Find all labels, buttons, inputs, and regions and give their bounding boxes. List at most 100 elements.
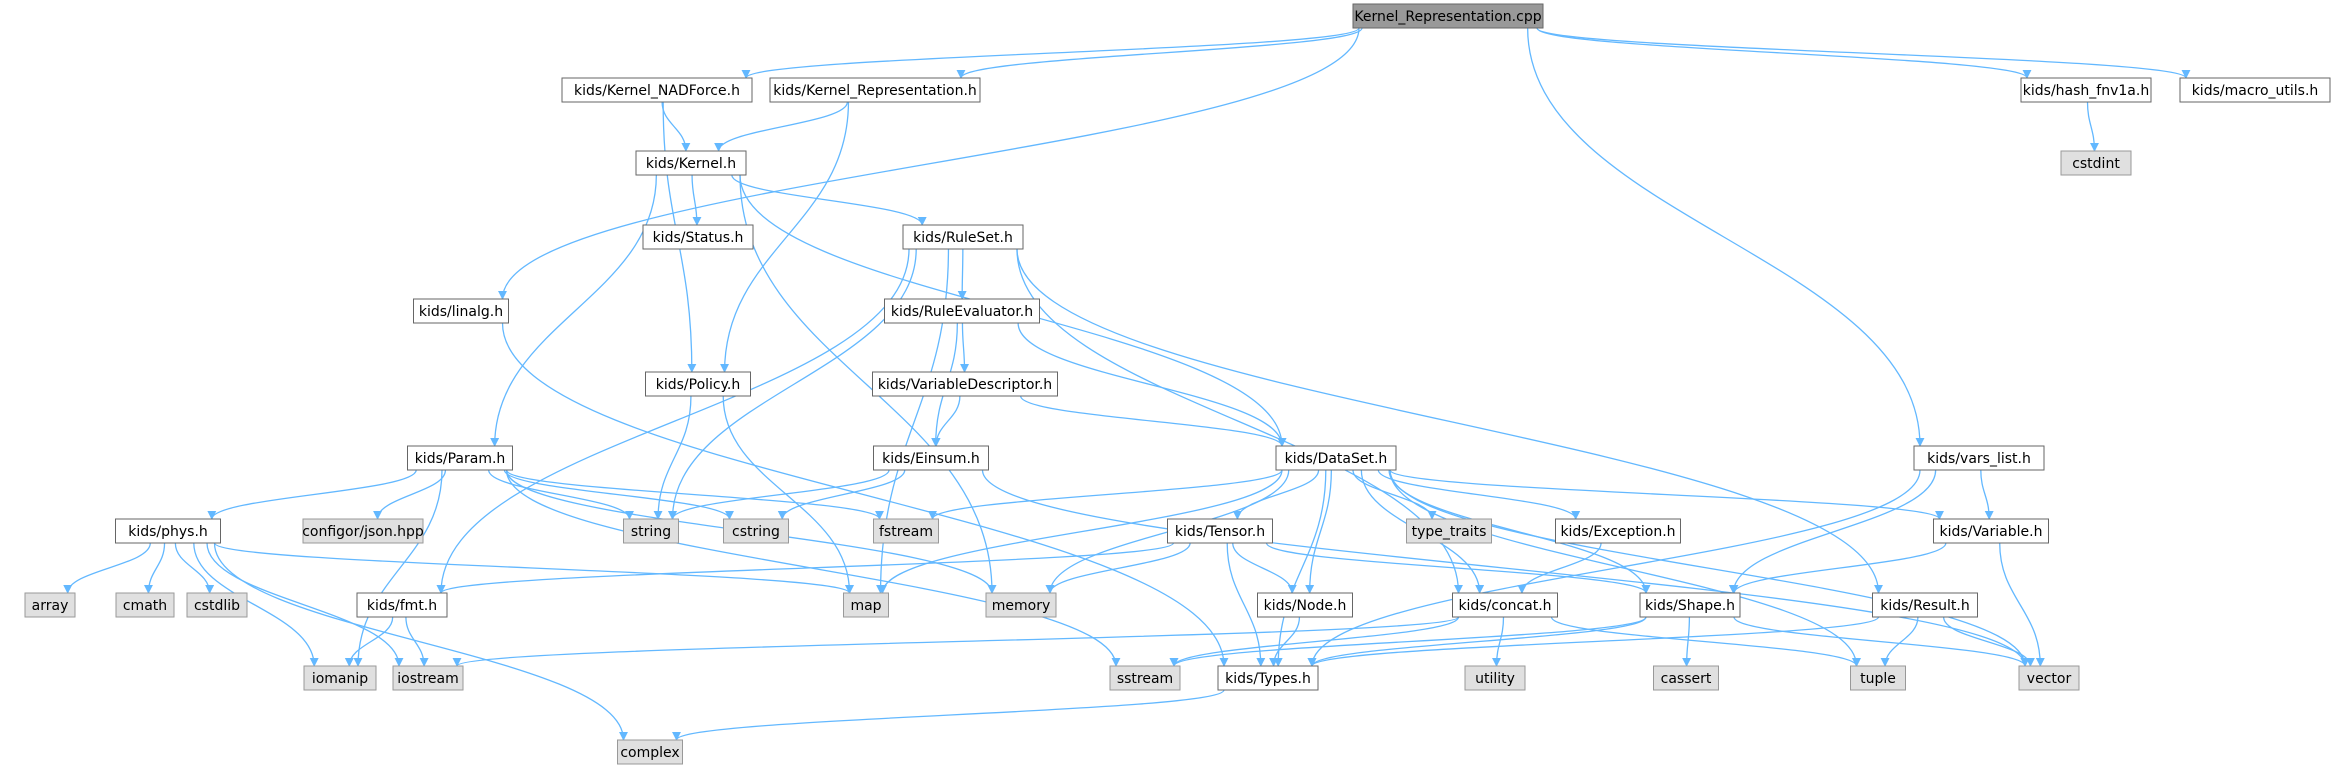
node-tensor-box bbox=[1167, 518, 1273, 544]
node-vars_list-label: kids/vars_list.h bbox=[1927, 451, 2031, 467]
node-kernel[interactable]: kids/Kernel.h bbox=[635, 150, 747, 176]
edge-param-to-iomanip bbox=[353, 469, 443, 667]
node-kernel_nadforce[interactable]: kids/Kernel_NADForce.h bbox=[561, 77, 753, 103]
node-dataset[interactable]: kids/DataSet.h bbox=[1275, 445, 1397, 471]
node-phys[interactable]: kids/phys.h bbox=[115, 518, 221, 544]
node-node[interactable]: kids/Node.h bbox=[1257, 592, 1353, 618]
node-ruleset-box bbox=[902, 224, 1024, 250]
node-iostream: iostream bbox=[392, 665, 464, 691]
edge-concat-to-sstream bbox=[1169, 616, 1460, 667]
edge-types-to-complex bbox=[672, 689, 1225, 741]
node-policy[interactable]: kids/Policy.h bbox=[645, 371, 751, 397]
node-einsum[interactable]: kids/Einsum.h bbox=[873, 445, 989, 471]
edge-root-to-kernel_nadforce bbox=[741, 27, 1360, 79]
edge-hash_fnv1a-to-cstdint bbox=[2086, 101, 2100, 152]
edge-root-to-kernel_repr bbox=[956, 27, 1363, 79]
edge-linalg-to-types bbox=[501, 322, 1229, 667]
node-variable-label: kids/Variable.h bbox=[1940, 524, 2043, 540]
edge-tensor-to-shape bbox=[1265, 542, 1651, 594]
node-macro_utils[interactable]: kids/macro_utils.h bbox=[2179, 77, 2331, 103]
edge-param-to-configor bbox=[373, 469, 447, 520]
edge-phys-to-array bbox=[63, 542, 151, 594]
node-tuple-box bbox=[1850, 665, 1906, 691]
edge-kernel-to-param bbox=[490, 174, 657, 447]
edge-dataset-to-tensor bbox=[1232, 469, 1320, 520]
node-tensor[interactable]: kids/Tensor.h bbox=[1167, 518, 1273, 544]
edge-concat-to-iostream bbox=[452, 616, 1460, 667]
node-types[interactable]: kids/Types.h bbox=[1217, 665, 1319, 691]
node-param-box bbox=[407, 445, 513, 471]
node-complex: complex bbox=[617, 739, 683, 765]
node-exception-box bbox=[1555, 518, 1681, 544]
edge-root-to-vars_list bbox=[1527, 27, 1925, 447]
node-status-box bbox=[642, 224, 754, 250]
edge-result-to-tuple bbox=[1880, 616, 1919, 667]
edge-policy-to-string bbox=[653, 395, 692, 520]
node-array: array bbox=[24, 592, 76, 618]
node-ruleset[interactable]: kids/RuleSet.h bbox=[902, 224, 1024, 250]
node-node-label: kids/Node.h bbox=[1264, 598, 1347, 614]
edge-tensor-to-fmt bbox=[436, 542, 1175, 594]
node-variable[interactable]: kids/Variable.h bbox=[1933, 518, 2049, 544]
edge-phys-to-map bbox=[213, 542, 854, 594]
node-types-box bbox=[1217, 665, 1319, 691]
edge-ruleevaluator-to-dataset bbox=[1017, 322, 1287, 447]
node-param[interactable]: kids/Param.h bbox=[407, 445, 513, 471]
node-configor-label: configor/json.hpp bbox=[302, 524, 424, 540]
node-result-label: kids/Result.h bbox=[1880, 598, 1969, 614]
node-cstdlib-label: cstdlib bbox=[194, 598, 240, 614]
node-vardesc[interactable]: kids/VariableDescriptor.h bbox=[872, 371, 1058, 397]
node-memory-box bbox=[985, 592, 1057, 618]
node-fmt-label: kids/fmt.h bbox=[367, 598, 437, 614]
node-root[interactable]: Kernel_Representation.cpp bbox=[1352, 3, 1544, 29]
node-result[interactable]: kids/Result.h bbox=[1872, 592, 1978, 618]
node-sstream-label: sstream bbox=[1117, 671, 1173, 687]
node-ruleevaluator-box bbox=[884, 298, 1040, 324]
edge-einsum-to-string bbox=[668, 469, 890, 520]
edge-exception-to-concat bbox=[1517, 542, 1602, 594]
node-exception[interactable]: kids/Exception.h bbox=[1555, 518, 1681, 544]
node-memory: memory bbox=[985, 592, 1057, 618]
node-cstdint-box bbox=[2060, 150, 2132, 176]
edge-phys-to-cmath bbox=[143, 542, 166, 594]
edge-root-to-linalg bbox=[498, 27, 1360, 300]
node-linalg[interactable]: kids/linalg.h bbox=[413, 298, 509, 324]
node-node-box bbox=[1257, 592, 1353, 618]
node-phys-box bbox=[115, 518, 221, 544]
node-hash_fnv1a[interactable]: kids/hash_fnv1a.h bbox=[2020, 77, 2152, 103]
edge-concat-to-utility bbox=[1491, 616, 1505, 667]
edges-layer bbox=[63, 27, 2191, 741]
edge-phys-to-complex bbox=[213, 542, 629, 741]
node-kernel_nadforce-label: kids/Kernel_NADForce.h bbox=[574, 83, 740, 99]
edge-param-to-string bbox=[488, 469, 634, 520]
node-kernel-box bbox=[635, 150, 747, 176]
node-kernel_repr[interactable]: kids/Kernel_Representation.h bbox=[769, 77, 981, 103]
edge-root-to-hash_fnv1a bbox=[1536, 27, 2032, 79]
edge-tensor-to-memory bbox=[1045, 542, 1191, 594]
node-vars_list[interactable]: kids/vars_list.h bbox=[1913, 445, 2045, 471]
node-map: map bbox=[843, 592, 889, 618]
node-tensor-label: kids/Tensor.h bbox=[1175, 524, 1265, 540]
node-fmt[interactable]: kids/fmt.h bbox=[356, 592, 448, 618]
edge-einsum-to-vector bbox=[981, 469, 2030, 667]
node-linalg-label: kids/linalg.h bbox=[419, 304, 503, 320]
node-ruleevaluator[interactable]: kids/RuleEvaluator.h bbox=[884, 298, 1040, 324]
node-cstdint-label: cstdint bbox=[2072, 156, 2120, 172]
node-kernel_repr-label: kids/Kernel_Representation.h bbox=[773, 83, 977, 99]
edge-ruleevaluator-to-vardesc bbox=[959, 322, 970, 373]
edge-dataset-to-map bbox=[878, 469, 1283, 594]
edge-param-to-cstring bbox=[503, 469, 734, 520]
node-concat[interactable]: kids/concat.h bbox=[1452, 592, 1558, 618]
edge-ruleset-to-result bbox=[1016, 248, 1884, 594]
node-param-label: kids/Param.h bbox=[415, 451, 506, 467]
edge-fmt-to-iostream bbox=[405, 616, 429, 667]
node-sstream-box bbox=[1109, 665, 1181, 691]
node-status[interactable]: kids/Status.h bbox=[642, 224, 754, 250]
edge-variable-to-vector bbox=[1999, 542, 2045, 667]
node-einsum-label: kids/Einsum.h bbox=[882, 451, 980, 467]
edge-variable-to-shape bbox=[1729, 542, 1947, 594]
edge-shape-to-sstream bbox=[1169, 616, 1647, 667]
node-shape[interactable]: kids/Shape.h bbox=[1639, 592, 1741, 618]
node-utility: utility bbox=[1464, 665, 1526, 691]
edge-vardesc-to-dataset bbox=[1020, 395, 1287, 447]
